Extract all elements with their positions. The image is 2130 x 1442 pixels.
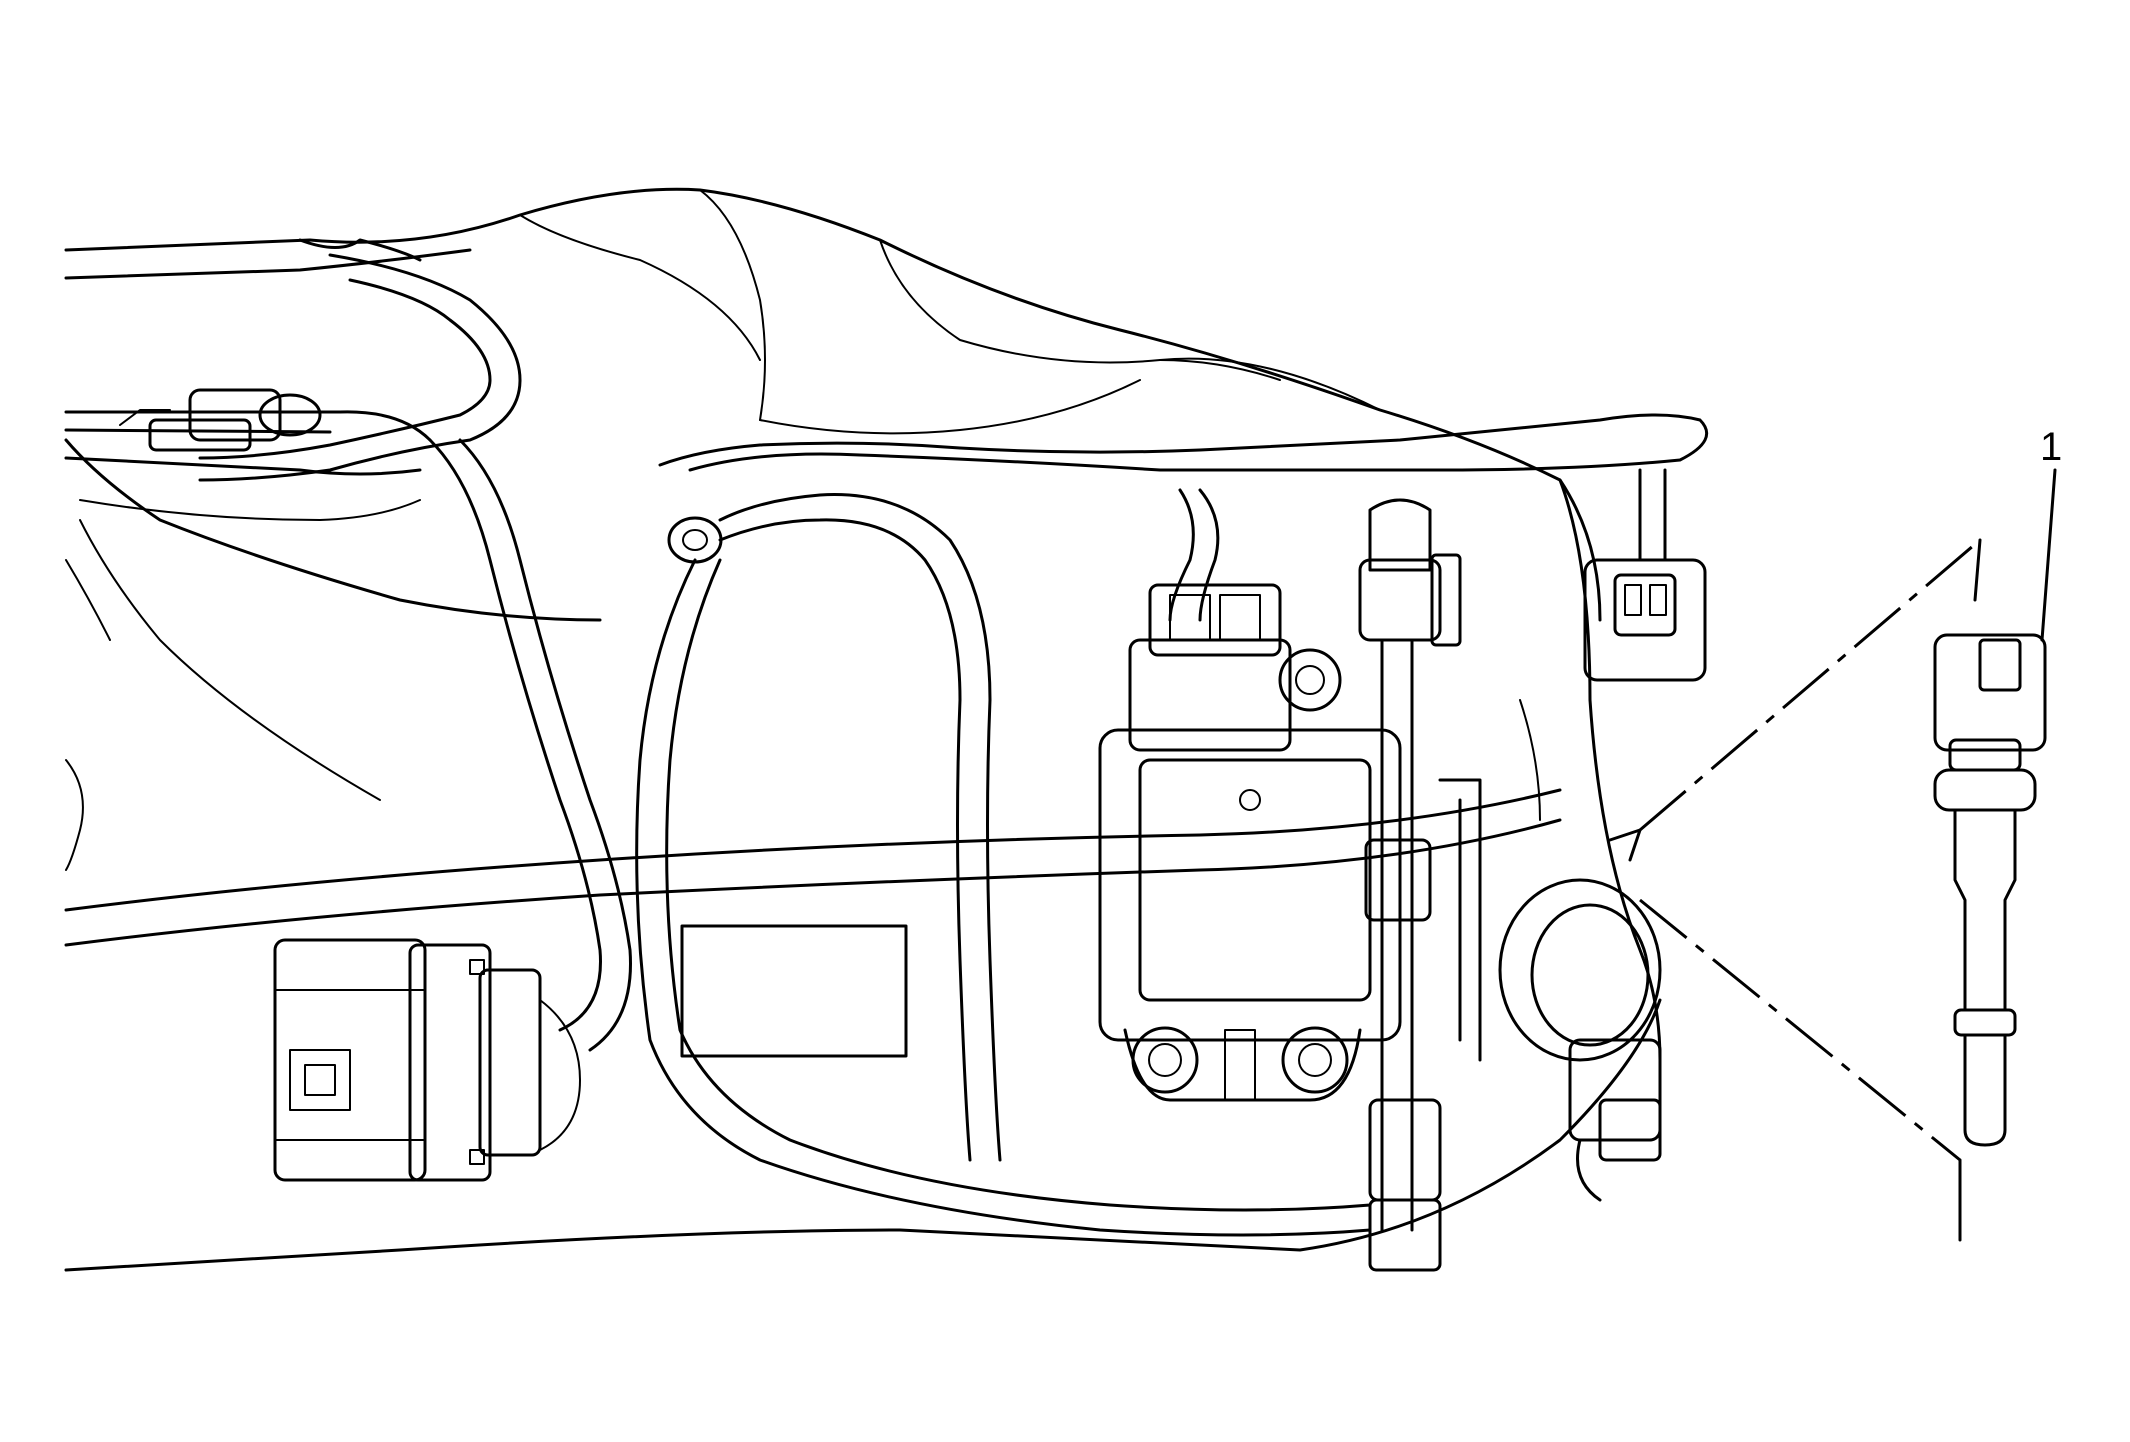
fuel-pump-module [64,388,432,521]
wiring-harness [198,253,1709,1237]
callout-1: 1 [2040,425,2062,642]
harness-connector-left [273,938,581,1182]
tank-label-plate [680,924,908,1058]
fuel-tank [64,187,1662,1272]
vapor-tube-center [1358,498,1482,1272]
fuel-tank-pressure-sensor [1098,583,1402,1102]
callout-1-leader [2040,468,2057,642]
quick-connect-fitting [1933,633,2047,1147]
callout-1-label: 1 [2040,425,2062,469]
electrical-connector-right [1583,558,1707,682]
exploded-view-pointer [1608,538,1982,1242]
sensor-port-right [1498,878,1662,1202]
